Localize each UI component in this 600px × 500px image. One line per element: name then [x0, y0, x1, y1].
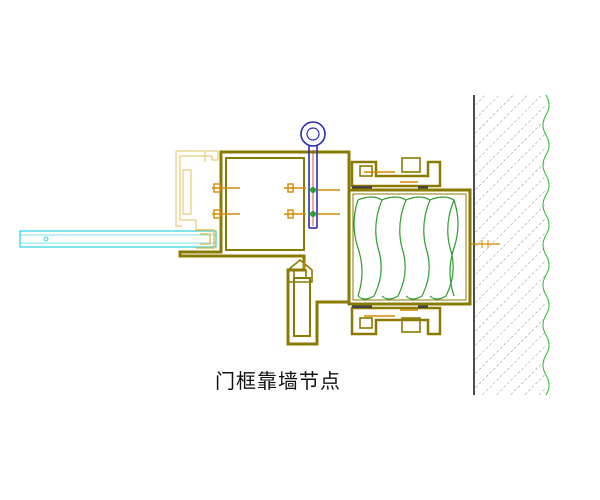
wall-break-line	[542, 94, 550, 396]
lower-connector-profile	[350, 306, 442, 336]
upper-connector-profile	[350, 157, 442, 188]
eye-bolt-ring-inner	[306, 127, 320, 141]
wall-hatch-area	[474, 95, 546, 395]
glazing-stop	[196, 229, 215, 249]
infill-outline	[347, 188, 472, 306]
eye-bolt-hanger	[300, 121, 326, 229]
frame-inner-chamber	[225, 157, 305, 251]
wall-anchor-bolt	[470, 240, 500, 248]
insulation-waves	[353, 196, 459, 300]
left-trim-profile	[175, 150, 219, 232]
frame-screws	[212, 183, 340, 219]
drawing-caption: 门框靠墙节点	[215, 369, 341, 393]
rubber-seals	[352, 186, 428, 308]
glass-marker	[43, 236, 49, 242]
frame-lower-lip	[293, 277, 311, 337]
eye-bolt-ring-outer	[300, 121, 326, 147]
concrete-wall	[470, 94, 550, 396]
glass-panel	[19, 230, 217, 248]
insulation-infill	[347, 188, 472, 306]
lock-block	[287, 258, 313, 283]
